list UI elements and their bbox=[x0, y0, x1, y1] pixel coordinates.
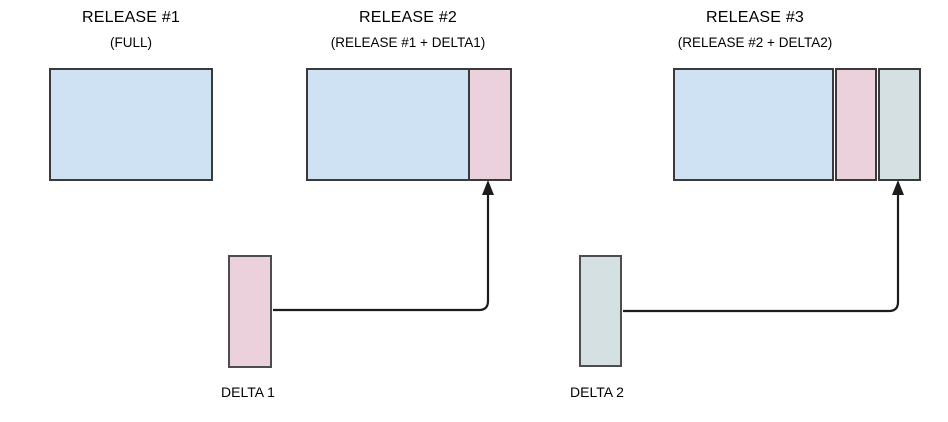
release-2-base-section bbox=[306, 68, 470, 181]
release-1-box bbox=[49, 68, 213, 181]
release-2-title: RELEASE #2 bbox=[358, 9, 458, 26]
release-2-subtitle: (RELEASE #1 + DELTA1) bbox=[330, 35, 486, 50]
delta1-to-release2-connector bbox=[273, 194, 490, 312]
release-1-title: RELEASE #1 bbox=[81, 9, 181, 26]
release-1-header: RELEASE #1 (FULL) bbox=[11, 8, 251, 51]
delta-2-box bbox=[579, 255, 622, 367]
release-3-subtitle: (RELEASE #2 + DELTA2) bbox=[677, 35, 833, 50]
release-2-delta1-section bbox=[468, 68, 512, 181]
release-3-base-section bbox=[673, 68, 834, 181]
delta-1-box bbox=[228, 255, 272, 368]
release-1-full-section bbox=[49, 68, 213, 181]
release-3-header: RELEASE #3 (RELEASE #2 + DELTA2) bbox=[635, 8, 875, 51]
delta-2-label: DELTA 2 bbox=[570, 384, 624, 400]
release-2-box bbox=[306, 68, 512, 181]
release-3-delta1-section bbox=[835, 68, 877, 181]
delta2-arrowhead-icon bbox=[892, 180, 904, 195]
release-3-box bbox=[673, 68, 921, 181]
delta2-to-release3-connector bbox=[623, 194, 900, 313]
release-1-subtitle: (FULL) bbox=[109, 35, 152, 50]
release-3-title: RELEASE #3 bbox=[705, 9, 805, 26]
release-2-header: RELEASE #2 (RELEASE #1 + DELTA1) bbox=[288, 8, 528, 51]
delta1-arrowhead-icon bbox=[482, 180, 494, 195]
delta-1-label: DELTA 1 bbox=[221, 384, 275, 400]
release-3-delta2-section bbox=[878, 68, 921, 181]
